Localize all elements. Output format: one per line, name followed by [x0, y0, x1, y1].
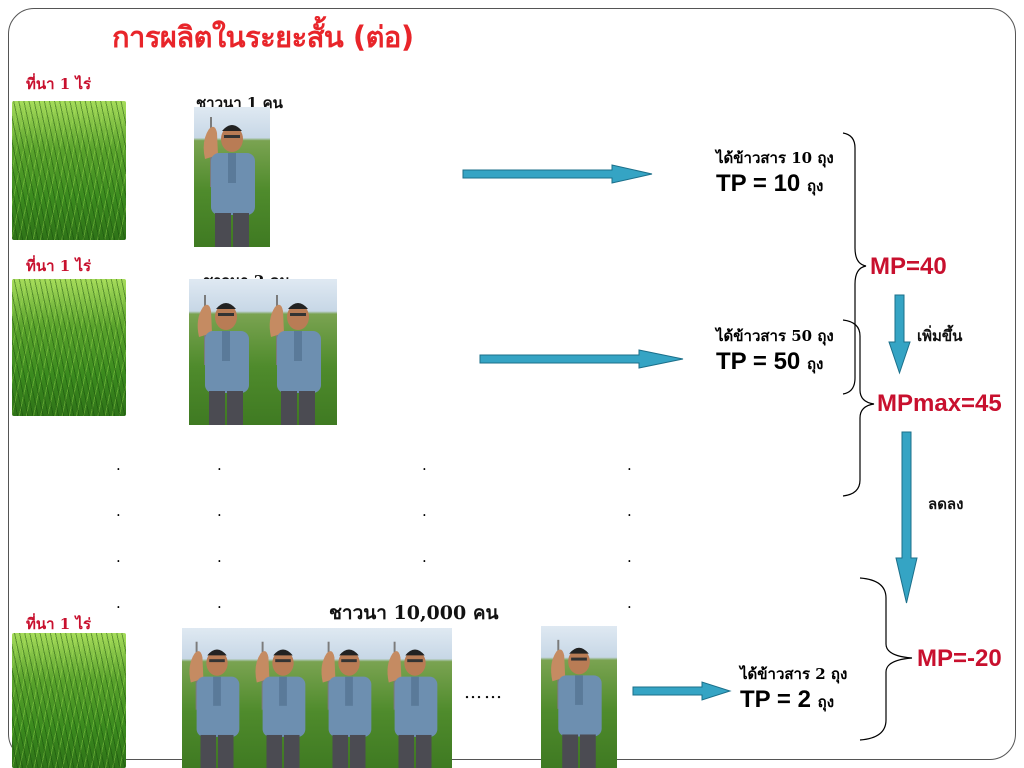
continuation-dot: . — [627, 502, 632, 520]
continuation-dot: . — [116, 502, 121, 520]
tp-value-row1: TP = 10 — [716, 170, 801, 197]
farmer-count-label-row3: ชาวนา 10,000 คน — [329, 602, 499, 624]
farmer-figure — [197, 295, 249, 425]
tp-value-row2: TP = 50 — [716, 348, 801, 375]
continuation-dot: . — [116, 594, 121, 612]
tp-unit-row1: ถุง — [806, 177, 824, 195]
continuation-dot: . — [627, 594, 632, 612]
continuation-dot: . — [217, 502, 222, 520]
farmer-figure — [321, 641, 372, 768]
right-arrow-row3 — [632, 681, 732, 701]
field-label-row3: ที่นา 1 ไร่ — [26, 615, 92, 633]
continuation-dot: . — [217, 594, 222, 612]
farmer-figure — [189, 641, 240, 768]
slide-title: การผลิตในระยะสั้น (ต่อ) — [112, 20, 414, 54]
continuation-dot: . — [116, 548, 121, 566]
continuation-dot: . — [217, 456, 222, 474]
continuation-dot: . — [422, 502, 427, 520]
farmer-photo-row1 — [194, 107, 270, 247]
farmer-photo-row2 — [189, 279, 337, 425]
farmer-figure — [203, 117, 255, 247]
brace-rows1-2 — [842, 132, 867, 395]
rice-field-image-row2 — [12, 279, 126, 416]
ellipsis: …… — [464, 682, 504, 703]
brace-row2-down — [842, 319, 875, 497]
rice-output-text-row3: ได้ข้าวสาร 2 ถุง — [740, 665, 848, 683]
tp-value-row3: TP = 2 — [740, 686, 811, 713]
farmer-figure — [255, 641, 306, 768]
rice-output-text-row2: ได้ข้าวสาร 50 ถุง — [716, 327, 834, 345]
trend-increase-label: เพิ่มขึ้น — [917, 327, 963, 345]
brace-row3 — [859, 577, 913, 741]
continuation-dot: . — [422, 548, 427, 566]
rice-field-image-row3 — [12, 633, 126, 768]
mp-label-1: MP=40 — [870, 253, 947, 280]
field-label-row2: ที่นา 1 ไร่ — [26, 257, 92, 275]
continuation-dot: . — [217, 548, 222, 566]
mp-max-label: MPmax=45 — [877, 390, 1002, 417]
result-block-row2: ได้ข้าวสาร 50 ถุง TP = 50 ถุง — [716, 324, 834, 376]
continuation-dot: . — [116, 456, 121, 474]
right-arrow-row1 — [462, 164, 653, 184]
continuation-dot: . — [422, 456, 427, 474]
field-label-row1: ที่นา 1 ไร่ — [26, 75, 92, 93]
continuation-dot: . — [627, 548, 632, 566]
down-arrow-increase — [888, 294, 911, 375]
farmer-figure — [269, 295, 321, 425]
rice-output-text-row1: ได้ข้าวสาร 10 ถุง — [716, 149, 834, 167]
down-arrow-decrease — [895, 431, 918, 604]
farmer-crowd-photo-row3 — [182, 628, 452, 768]
farmer-figure — [387, 641, 438, 768]
trend-decrease-label: ลดลง — [928, 495, 964, 513]
rice-field-image-row1 — [12, 101, 126, 240]
result-block-row1: ได้ข้าวสาร 10 ถุง TP = 10 ถุง — [716, 146, 834, 198]
farmer-photo-last — [541, 626, 617, 768]
continuation-dot: . — [627, 456, 632, 474]
farmer-figure — [551, 639, 602, 768]
tp-unit-row3: ถุง — [817, 693, 835, 711]
slide-frame — [8, 8, 1016, 760]
tp-unit-row2: ถุง — [806, 355, 824, 373]
result-block-row3: ได้ข้าวสาร 2 ถุง TP = 2 ถุง — [740, 662, 847, 714]
right-arrow-row2 — [479, 349, 684, 369]
mp-label-3: MP=-20 — [917, 645, 1002, 672]
